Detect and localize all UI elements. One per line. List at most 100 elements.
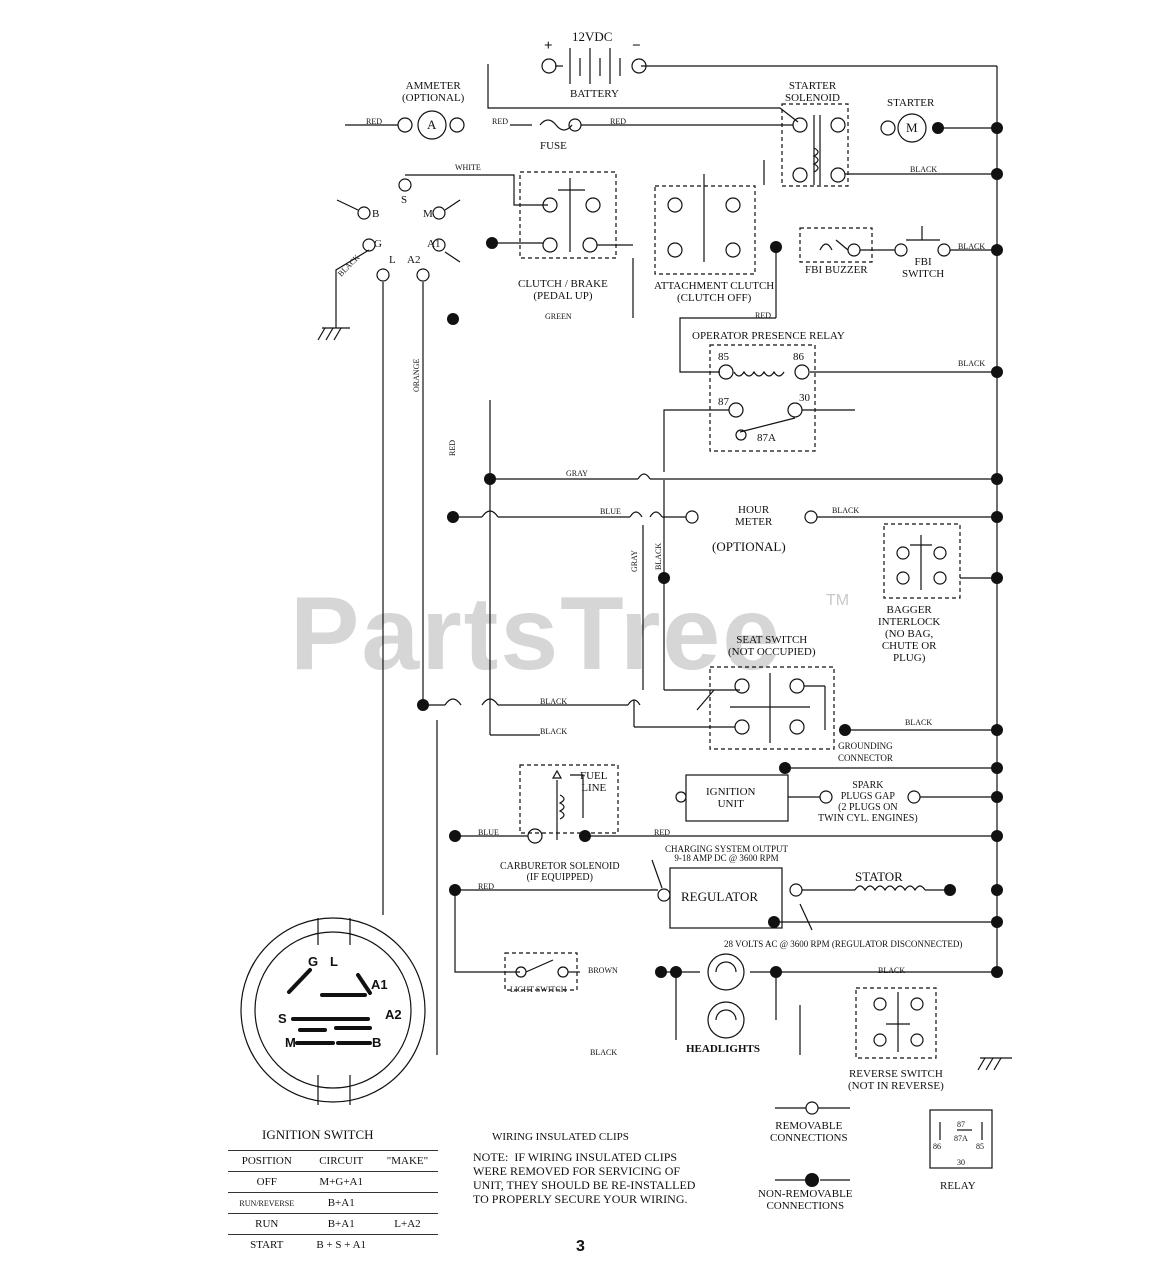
battery-voltage: 12VDC: [572, 29, 613, 44]
make-cell: L+A2: [376, 1213, 438, 1235]
wire-black-v: BLACK: [654, 542, 663, 570]
wire-red-1: RED: [366, 117, 382, 126]
wire-black-s2: BLACK: [540, 727, 568, 736]
page-number: 3: [576, 1238, 585, 1255]
seat-switch-label: SEAT SWITCH (NOT OCCUPIED): [728, 634, 816, 658]
position-cell: START: [228, 1234, 306, 1255]
terminal-87: 87: [718, 396, 729, 408]
isw-l: L: [330, 954, 338, 969]
hour-meter-optional: (OPTIONAL): [712, 539, 786, 554]
circuit-cell: B+A1: [305, 1213, 377, 1235]
starter-symbol: M: [906, 120, 918, 135]
bagger-interlock-label: BAGGER INTERLOCK (NO BAG, CHUTE OR PLUG): [878, 604, 941, 664]
terminal-s: S: [401, 194, 408, 206]
terminal-m: M: [423, 208, 433, 220]
position-cell: RUN: [228, 1213, 306, 1235]
wire-red-c: RED: [654, 828, 670, 837]
fuse-label: FUSE: [540, 140, 567, 152]
clips-title: WIRING INSULATED CLIPS: [492, 1131, 629, 1143]
circuit-cell: B+A1: [305, 1192, 377, 1214]
ignition-switch-title: IGNITION SWITCH: [262, 1127, 374, 1142]
wire-black-b: BLACK: [590, 1048, 618, 1057]
wire-red-v: RED: [448, 440, 457, 456]
isw-b: B: [372, 1035, 382, 1050]
position-cell: RUN/REVERSE: [228, 1192, 306, 1214]
relay-label: RELAY: [940, 1180, 976, 1192]
relay-87a: 87A: [954, 1134, 968, 1143]
relay-30: 30: [957, 1158, 965, 1167]
position-cell: OFF: [228, 1171, 306, 1193]
table-row: START B + S + A1: [228, 1234, 438, 1255]
headlights-label: HEADLIGHTS: [686, 1043, 760, 1055]
wire-gray: GRAY: [566, 469, 588, 478]
isw-a1: A1: [371, 977, 388, 992]
fbi-switch-label: FBI SWITCH: [902, 256, 945, 280]
grounding-connector-label: GROUNDING CONNECTOR: [838, 741, 893, 763]
stator-label: STATOR: [855, 869, 903, 884]
light-switch-label: LIGHT SWITCH: [510, 985, 567, 994]
battery-label: BATTERY: [570, 88, 619, 100]
charging-output-label: CHARGING SYSTEM OUTPUT 9-18 AMP DC @ 360…: [665, 844, 789, 863]
wire-orange: ORANGE: [412, 358, 421, 392]
watermark: PartsTree: [290, 576, 783, 692]
terminal-85: 85: [718, 351, 729, 363]
wire-blue: BLUE: [600, 507, 621, 516]
relay-86: 86: [933, 1142, 941, 1151]
fbi-buzzer-label: FBI BUZZER: [805, 264, 868, 276]
terminal-g: G: [374, 238, 382, 250]
wire-white: WHITE: [455, 163, 481, 172]
wire-black-s1: BLACK: [540, 697, 568, 706]
terminal-86: 86: [793, 351, 804, 363]
table-header-row: POSITION CIRCUIT "MAKE": [228, 1150, 438, 1172]
starter-label: STARTER: [887, 97, 935, 109]
make-cell: [376, 1234, 438, 1255]
opr-label: OPERATOR PRESENCE RELAY: [692, 330, 845, 342]
terminal-87a: 87A: [757, 432, 776, 444]
ammeter-label: AMMETER (OPTIONAL): [402, 80, 465, 104]
col-position: POSITION: [228, 1150, 306, 1172]
wire-black-h: BLACK: [878, 966, 906, 975]
wire-gray-v: GRAY: [630, 550, 639, 572]
wire-brown: BROWN: [588, 966, 618, 975]
isw-g: G: [308, 954, 319, 969]
wire-black-opr: BLACK: [958, 359, 986, 368]
ammeter-symbol: A: [427, 117, 437, 132]
hour-meter-label: HOUR METER: [735, 504, 773, 528]
isw-a2: A2: [385, 1007, 402, 1022]
attachment-clutch-label: ATTACHMENT CLUTCH (CLUTCH OFF): [654, 280, 775, 304]
spark-plugs-label: SPARK PLUGS GAP (2 PLUGS ON TWIN CYL. EN…: [818, 780, 918, 824]
fuel-line-label: FUEL LINE: [580, 770, 608, 794]
wire-black-fbi: BLACK: [958, 242, 986, 251]
terminal-a2: A2: [407, 254, 421, 266]
wire-black-hm: BLACK: [832, 506, 860, 515]
wire-black-s3: BLACK: [905, 718, 933, 727]
battery-minus: −: [632, 38, 641, 54]
terminal-a1: A1: [427, 238, 441, 250]
ignition-unit-label: IGNITION UNIT: [706, 786, 756, 810]
table-row: RUN/REVERSE B+A1: [228, 1192, 438, 1214]
regulator-label: REGULATOR: [681, 889, 759, 904]
isw-s: S: [278, 1011, 287, 1026]
wire-green: GREEN: [545, 312, 572, 321]
table-row: OFF M+G+A1: [228, 1171, 438, 1193]
wire-black-1: BLACK: [910, 165, 938, 174]
relay-85: 85: [976, 1142, 984, 1151]
removable-connections-label: REMOVABLE CONNECTIONS: [770, 1120, 848, 1144]
wire-blue-c: BLUE: [478, 828, 499, 837]
relay-87: 87: [957, 1120, 965, 1129]
make-cell: [376, 1192, 438, 1214]
clips-note: NOTE: IF WIRING INSULATED CLIPS WERE REM…: [473, 1150, 696, 1206]
circuit-cell: M+G+A1: [305, 1171, 377, 1193]
isw-m: M: [285, 1035, 296, 1050]
wire-red-r: RED: [478, 882, 494, 891]
reverse-switch-label: REVERSE SWITCH (NOT IN REVERSE): [848, 1068, 944, 1092]
wire-red-top: RED: [755, 311, 771, 320]
col-make: "MAKE": [376, 1150, 438, 1172]
wire-red-3: RED: [610, 117, 626, 126]
col-circuit: CIRCUIT: [305, 1150, 377, 1172]
watermark-tm: TM: [826, 592, 850, 609]
terminal-b: B: [372, 208, 380, 220]
table-row: RUN B+A1 L+A2: [228, 1213, 438, 1235]
wire-red-2: RED: [492, 117, 508, 126]
